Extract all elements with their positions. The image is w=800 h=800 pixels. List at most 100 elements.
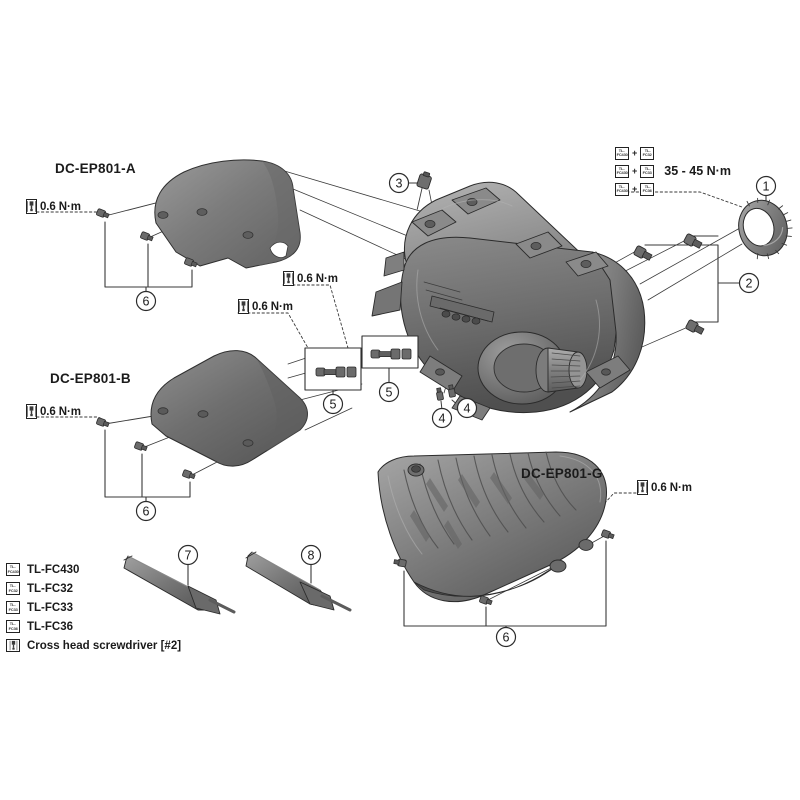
part-2-bolts (633, 233, 705, 335)
callout-number: 3 (396, 176, 403, 190)
part-1-lock-ring (738, 197, 793, 260)
callout-number: 7 (185, 548, 192, 562)
tool-icon-fc430: TL-FC430 (6, 563, 20, 576)
cross-head-screwdriver-icon (26, 404, 37, 419)
tool-icon-fc33: TL-FC33 (6, 601, 20, 614)
callout-1: 1 (755, 175, 777, 197)
callout-5: 5 (378, 381, 400, 403)
cross-head-screwdriver-icon (238, 299, 249, 314)
cover-b-shape (150, 350, 308, 467)
callout-circle (135, 500, 157, 522)
callout-number: 6 (143, 294, 150, 308)
part-label-cover-a: DC-EP801-A (55, 161, 136, 176)
torque-tag-tq-g: 0.6 N·m (637, 480, 692, 495)
lockring-torque-value: 35 - 45 N·m (664, 164, 731, 178)
callout-number: 8 (308, 548, 315, 562)
legend-row-tool-1: TL-FC430 TL-FC430 (6, 560, 206, 579)
torque-tag-tq-c1: 0.6 N·m (283, 271, 338, 286)
torque-tag-tq-a: 0.6 N·m (26, 199, 81, 214)
part-label-cover-b: DC-EP801-B (50, 371, 131, 386)
tool-icon-tl-fc430: TL-FC430 (615, 182, 629, 196)
part-5-box-right (361, 335, 419, 369)
callout-circle (755, 175, 777, 197)
callout-number: 4 (439, 411, 446, 425)
tool-icon-tl-fc36: TL-FC36 (640, 182, 655, 196)
tool-icon-fc32: TL-FC32 (6, 582, 20, 595)
part-5-box-left (304, 347, 362, 391)
plus-icon: + (632, 165, 638, 176)
legend-row-tool-2: TL-FC32 TL-FC32 (6, 579, 206, 598)
cross-head-screwdriver-icon (283, 271, 294, 286)
callout-number: 1 (763, 179, 770, 193)
legend-label: Cross head screwdriver [#2] (27, 639, 182, 652)
cover-a-screws (96, 208, 198, 268)
torque-value: 0.6 N·m (40, 405, 81, 418)
tool-icon-tl-fc430: TL-FC430 (615, 164, 629, 178)
callout-5: 5 (322, 393, 344, 415)
callout-6: 6 (135, 290, 157, 312)
cover-b-screws (96, 417, 196, 479)
callout-circle (738, 272, 760, 294)
callout-circle (495, 626, 517, 648)
callout-number: 2 (746, 276, 753, 290)
torque-value: 0.6 N·m (40, 200, 81, 213)
plus-icon: + (632, 147, 638, 158)
cover-g-screws (393, 529, 615, 605)
callout-number: 5 (386, 385, 393, 399)
legend-row-tool-5: Cross head screwdriver [#2] (6, 636, 206, 655)
callout-7: 7 (177, 544, 199, 566)
tool-icon-fc36: TL-FC36 (6, 620, 20, 633)
tool-icon-tl-fc430: TL-FC430 (615, 146, 629, 160)
part-3-sensor (416, 171, 432, 210)
callout-8: 8 (300, 544, 322, 566)
tool-7-shape (123, 555, 236, 615)
callout-circle (388, 172, 410, 194)
callout-circle (322, 393, 344, 415)
legend-row-tool-4: TL-FC36 TL-FC36 (6, 617, 206, 636)
callout-6: 6 (495, 626, 517, 648)
part-4-screws (436, 384, 456, 401)
torque-value: 0.6 N·m (252, 300, 293, 313)
callout-circle (431, 407, 453, 429)
legend-row-tool-3: TL-FC33 TL-FC33 (6, 598, 206, 617)
callout-number: 6 (143, 504, 150, 518)
callout-4: 4 (456, 397, 478, 419)
callout-2: 2 (738, 272, 760, 294)
callout-number: 6 (503, 630, 510, 644)
plus-icon: + (632, 183, 638, 194)
callout-4: 4 (431, 407, 453, 429)
torque-tag-tq-b: 0.6 N·m (26, 404, 81, 419)
callout-6: 6 (135, 500, 157, 522)
cross-head-screwdriver-icon (26, 199, 37, 214)
callout-number: 5 (330, 397, 337, 411)
callout-layer: 1 2 3 4 4 5 5 6 6 6 7 8 (135, 172, 777, 648)
tool-8-shape (245, 551, 352, 612)
lockring-tool-pair-1: TL-FC430+TL-FC32 (615, 144, 731, 162)
legend-label: TL-FC32 (27, 582, 73, 595)
callout-3: 3 (388, 172, 410, 194)
cross-head-screwdriver-icon (6, 639, 20, 652)
part-label-cover-g: DC-EP801-G (521, 466, 603, 481)
legend-label: TL-FC33 (27, 601, 73, 614)
legend-label: TL-FC36 (27, 620, 73, 633)
callout-circle (177, 544, 199, 566)
callout-circle (300, 544, 322, 566)
callout-circle (135, 290, 157, 312)
callout-circle (378, 381, 400, 403)
tool-icon-tl-fc33: TL-FC33 (640, 164, 655, 178)
drive-unit-body (371, 181, 646, 421)
cover-a-shape (154, 159, 301, 269)
lockring-tool-pair-2: TL-FC430+TL-FC33 35 - 45 N·m (615, 162, 731, 180)
callout-circle (456, 397, 478, 419)
lockring-tool-pair-3: TL-FC430+TL-FC36 (615, 180, 731, 198)
legend-label: TL-FC430 (27, 563, 80, 576)
tool-icon-tl-fc32: TL-FC32 (640, 146, 655, 160)
torque-tag-tq-c2: 0.6 N·m (238, 299, 293, 314)
cross-head-screwdriver-icon (637, 480, 648, 495)
callout-number: 4 (464, 401, 471, 415)
torque-value: 0.6 N·m (651, 481, 692, 494)
